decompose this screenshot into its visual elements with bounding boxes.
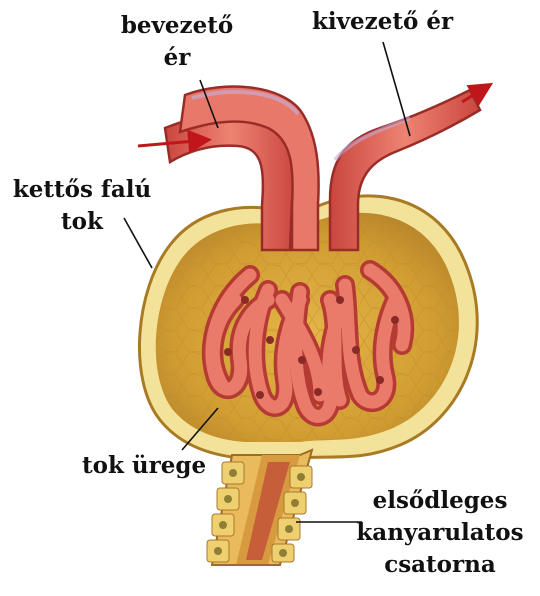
label-afferent-line2: ér [112,44,242,72]
label-efferent: kivezető ér [312,8,453,36]
label-cavity: tok ürege [82,452,206,480]
label-tubule-line3: csatorna [350,551,530,579]
label-tubule-line1: elsődleges [350,487,530,515]
label-afferent-line1: bevezető [112,12,242,40]
label-capsule-line1: kettős falú [2,176,162,204]
label-capsule-line2: tok [2,208,162,236]
label-tubule-line2: kanyarulatos [350,519,530,547]
proximal-tubule [207,450,312,565]
